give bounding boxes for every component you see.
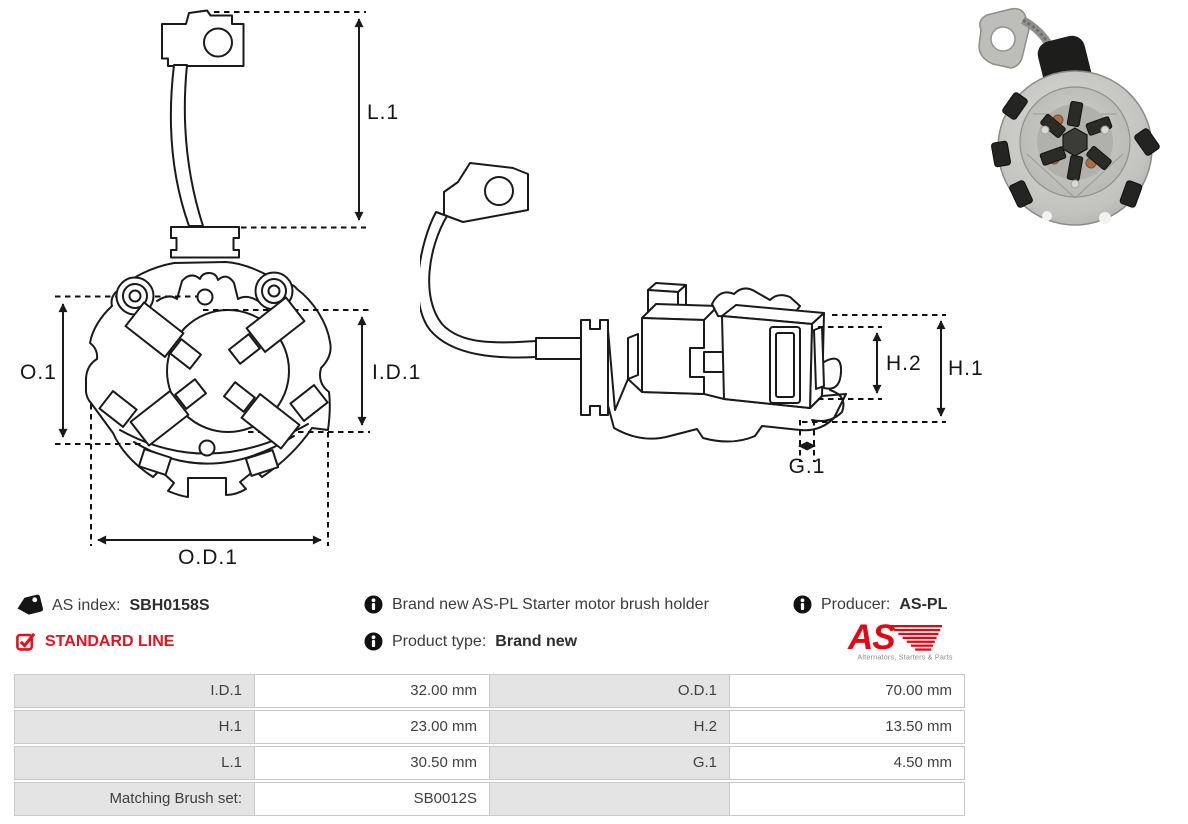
side-view-drawing: H.2 H.1 G.1 <box>420 162 984 478</box>
logo-stripes <box>890 625 942 651</box>
brush-box-sw <box>129 378 208 447</box>
spec-label: L.1 <box>14 746 255 780</box>
front-view-drawing: L.1 O.1 I.D.1 O.D.1 <box>20 9 421 569</box>
spec-value <box>729 782 965 816</box>
terminal-eyelet-side <box>443 162 529 223</box>
top-collar <box>156 272 259 302</box>
dim-label-id1: I.D.1 <box>372 361 421 384</box>
mount-bracket <box>580 319 609 416</box>
info-icon <box>364 595 383 614</box>
description-text: Brand new AS-PL Starter motor brush hold… <box>392 595 709 613</box>
spec-label: H.1 <box>14 710 255 744</box>
as-index-row: AS index: SBH0158S <box>16 594 210 616</box>
logo-tagline: Alternators, Starters & Parts <box>857 653 952 662</box>
producer-label: Producer: <box>821 595 891 613</box>
spec-label: G.1 <box>489 746 730 780</box>
product-type-label: Product type: <box>392 632 487 650</box>
table-row: Matching Brush set: SB0012S <box>14 782 966 816</box>
dim-label-od1: O.D.1 <box>178 546 238 569</box>
producer-row: Producer: AS-PL <box>793 595 947 614</box>
spec-value: 23.00 mm <box>254 710 490 744</box>
product-type-row: Product type: Brand new <box>364 632 577 651</box>
dim-label-g1: G.1 <box>789 455 826 478</box>
brush-block <box>170 226 240 259</box>
spec-value: 32.00 mm <box>254 674 490 708</box>
spec-value: 70.00 mm <box>729 674 965 708</box>
producer-value: AS-PL <box>899 595 948 613</box>
spec-value: SB0012S <box>254 782 490 816</box>
spec-label: Matching Brush set: <box>14 782 255 816</box>
brush-box-se <box>222 381 301 450</box>
as-index-label: AS index: <box>52 596 121 614</box>
info-icon <box>793 595 812 614</box>
dim-label-h2: H.2 <box>886 352 922 375</box>
brush-box-ne <box>227 296 306 365</box>
table-row: H.1 23.00 mm H.2 13.50 mm <box>14 710 966 744</box>
brush-box-nw <box>124 301 203 370</box>
spec-label: H.2 <box>489 710 730 744</box>
standard-line-label: STANDARD LINE <box>45 632 175 650</box>
logo-text: AS <box>847 618 895 657</box>
brush-pack <box>1039 100 1113 182</box>
checkbox-checked-icon <box>16 632 36 651</box>
dim-label-h1: H.1 <box>948 357 984 380</box>
lead-wire-side <box>420 211 537 359</box>
description-row: Brand new AS-PL Starter motor brush hold… <box>364 595 709 614</box>
as-pl-logo: AS Alternators, Starters & Parts <box>847 618 953 662</box>
rivet-eyelets <box>115 271 294 316</box>
tag-icon <box>17 594 43 615</box>
terminal-eyelet <box>161 9 245 67</box>
spec-label <box>489 782 730 816</box>
spec-value: 13.50 mm <box>729 710 965 744</box>
spec-value: 4.50 mm <box>729 746 965 780</box>
lead-wire <box>169 64 204 227</box>
spec-label: I.D.1 <box>14 674 255 708</box>
spec-table: I.D.1 32.00 mm O.D.1 70.00 mm H.1 23.00 … <box>14 674 966 818</box>
product-photo <box>978 7 1160 226</box>
table-row: I.D.1 32.00 mm O.D.1 70.00 mm <box>14 674 966 708</box>
as-index-value: SBH0158S <box>129 596 210 614</box>
product-type-value: Brand new <box>495 632 578 650</box>
dim-label-o1: O.1 <box>20 361 57 384</box>
spec-value: 30.50 mm <box>254 746 490 780</box>
dim-label-l1: L.1 <box>367 101 399 124</box>
standard-line-row: STANDARD LINE <box>16 632 174 651</box>
spec-label: O.D.1 <box>489 674 730 708</box>
table-row: L.1 30.50 mm G.1 4.50 mm <box>14 746 966 780</box>
info-icon <box>364 632 383 651</box>
